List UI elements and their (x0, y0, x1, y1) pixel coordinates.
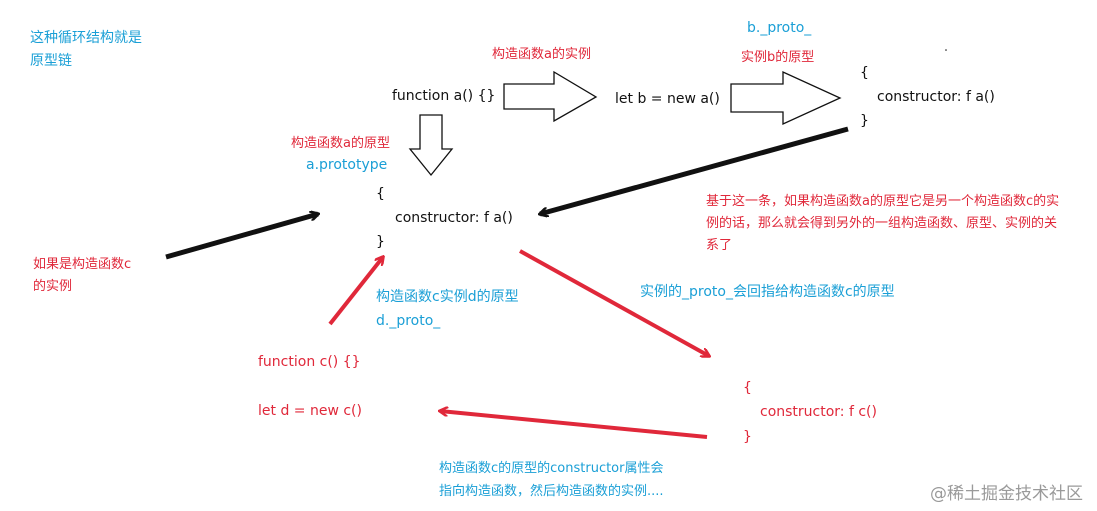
arrow-b-to-proto (730, 70, 842, 126)
arrow-b-proto-to-a-proto (540, 126, 849, 214)
arrow-c-proto-to-d (440, 411, 708, 439)
label-d-proto: d._proto_ (376, 313, 441, 329)
note-cycle-line2: 原型链 (30, 53, 72, 69)
code-let-d: let d = new c() (258, 403, 362, 419)
proto-a-constructor: constructor: f a() (395, 210, 513, 226)
note-cycle-line1: 这种循环结构就是 (30, 30, 142, 46)
arrow-a-proto-to-c-proto (519, 249, 709, 358)
note-ctor-prop-line1: 构造函数c的原型的constructor属性会 (439, 461, 664, 476)
code-let-b: let b = new a() (615, 91, 720, 107)
arrow-c-instance-to-a-proto (165, 214, 318, 260)
note-based-line1: 基于这一条，如果构造函数a的原型它是另一个构造函数c的实 (706, 194, 1060, 209)
proto-b-open-brace: { (860, 65, 869, 81)
proto-c-close-brace: } (743, 429, 752, 445)
label-b-proto: b._proto_ (747, 20, 812, 36)
arrow-d-to-a-proto (328, 257, 383, 326)
code-function-a: function a() {} (392, 88, 496, 104)
stray-dot (945, 49, 947, 51)
note-d-prototype-cn: 构造函数c实例d的原型 (376, 289, 519, 305)
note-based-line2: 例的话，那么就会得到另外的一组构造函数、原型、实例的关 (706, 216, 1058, 231)
arrow-a-to-b (503, 70, 598, 123)
note-instance-proto-back: 实例的_proto_会回指给构造函数c的原型 (640, 284, 895, 300)
note-ctor-prop-line2: 指向构造函数，然后构造函数的实例.... (439, 484, 664, 499)
proto-a-open-brace: { (376, 186, 385, 202)
proto-c-constructor: constructor: f c() (760, 404, 877, 420)
proto-b-constructor: constructor: f a() (877, 89, 995, 105)
note-if-instance-c-line1: 如果是构造函数c (33, 257, 132, 272)
proto-c-open-brace: { (743, 380, 752, 396)
note-based-line3: 系了 (706, 238, 733, 253)
arrow-a-down (408, 114, 454, 177)
note-instance-of-a: 构造函数a的实例 (492, 47, 591, 62)
code-function-c: function c() {} (258, 354, 361, 370)
note-if-instance-c-line2: 的实例 (33, 279, 73, 294)
note-b-prototype: 实例b的原型 (741, 50, 815, 65)
watermark: @稀土掘金技术社区 (930, 484, 1083, 504)
label-a-prototype: a.prototype (306, 157, 388, 173)
proto-a-close-brace: } (376, 234, 385, 250)
note-a-prototype-cn: 构造函数a的原型 (291, 136, 390, 151)
proto-b-close-brace: } (860, 113, 869, 129)
